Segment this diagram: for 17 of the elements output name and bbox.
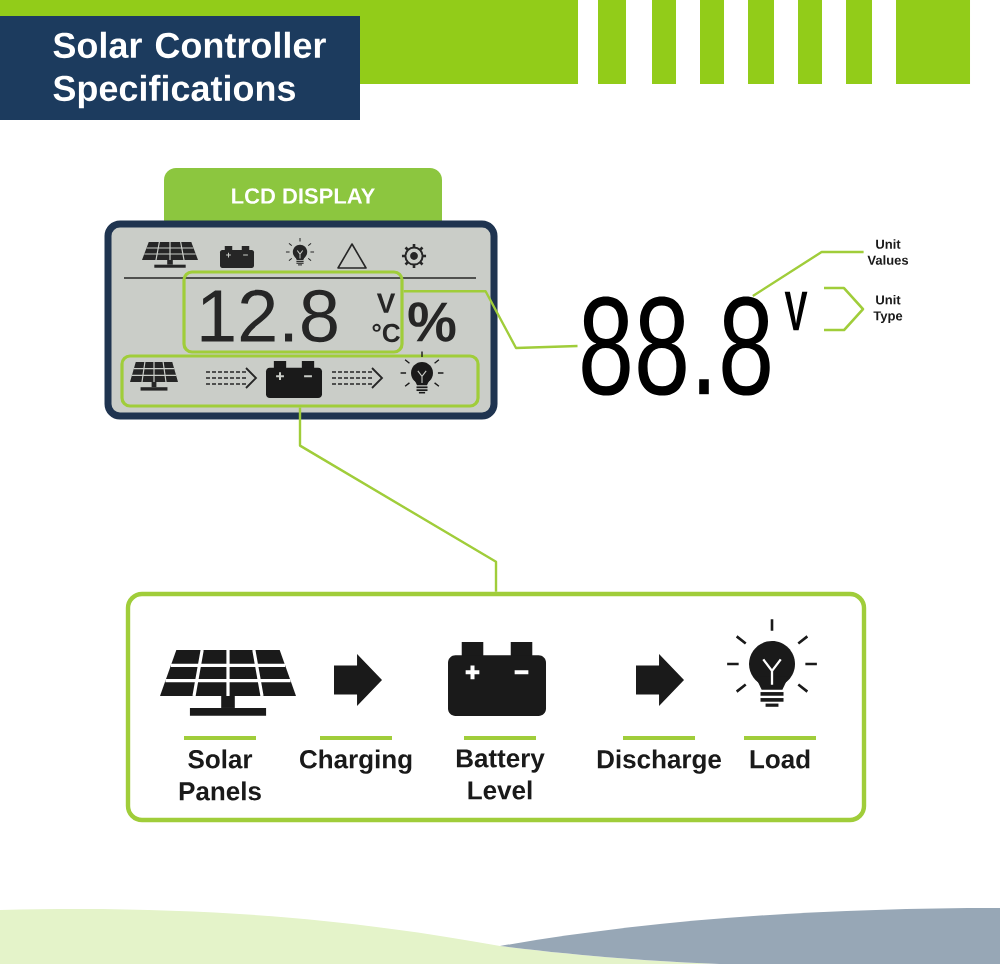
heading-tab: LCD DISPLAY — [164, 168, 442, 226]
percent-sign: % — [408, 302, 456, 342]
icon-caption: Discharge — [597, 749, 721, 774]
title-banner: Solar Controller Specifications — [0, 16, 360, 120]
leader-line — [752, 250, 864, 298]
highlight-box — [120, 354, 480, 408]
unit-symbol: V — [376, 293, 396, 313]
lcd-digits: 12.8 — [201, 289, 337, 343]
unit-symbol: V — [784, 291, 808, 331]
display-digits: 88.8 — [582, 296, 770, 396]
icon-caption: Charging — [300, 749, 412, 774]
leader-line — [298, 407, 498, 592]
icon-caption: Battery Level — [456, 749, 545, 800]
leader-line — [403, 290, 578, 350]
icon-caption: Solar Panels — [179, 749, 261, 801]
unit-symbol: °C — [372, 323, 400, 343]
icon-caption: Load — [750, 749, 810, 769]
